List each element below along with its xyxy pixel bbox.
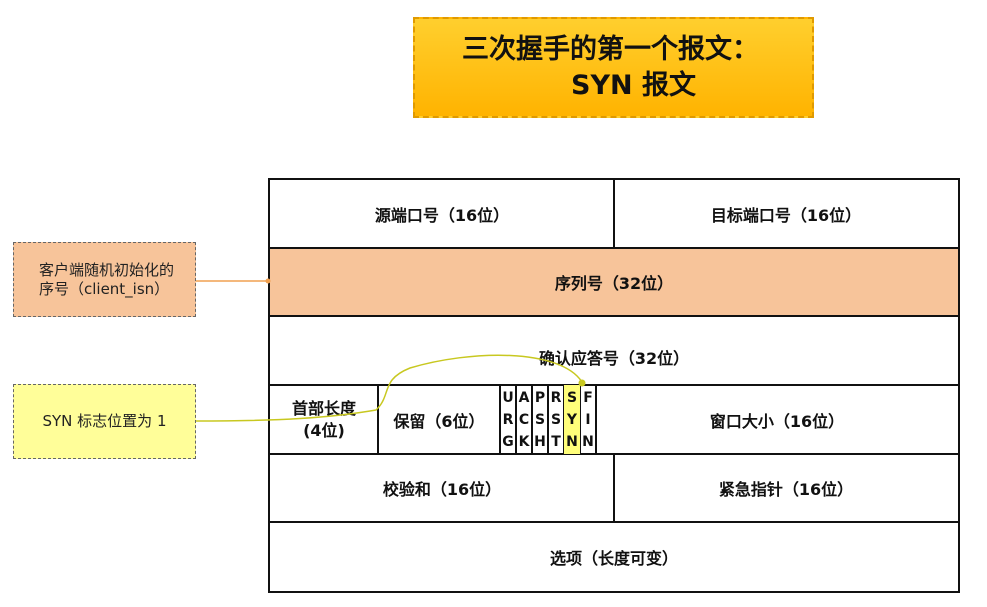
note-client-isn-line1: 客户端随机初始化的: [38, 260, 174, 279]
header-length-line2: (4位): [303, 420, 345, 440]
ack-number-cell: 确认应答号（32位）: [538, 349, 690, 368]
checksum-cell: 校验和（16位）: [382, 480, 502, 499]
header-length-line1: 首部长度: [291, 398, 356, 418]
window-size-cell: 窗口大小（16位）: [709, 411, 845, 431]
header-length-cell: 首部长度 (4位): [270, 385, 378, 454]
note-client-isn-line2: 序号（client_isn）: [38, 279, 170, 298]
note-syn-flag-text: SYN 标志位置为 1: [42, 412, 167, 430]
seq-row-bg: [270, 248, 958, 316]
reserved-cell: 保留（6位）: [393, 411, 485, 431]
dst-port-cell: 目标端口号（16位）: [710, 206, 862, 225]
note-syn-flag: SYN 标志位置为 1: [13, 384, 196, 459]
options-cell: 选项（长度可变）: [549, 548, 678, 568]
note-client-isn: 客户端随机初始化的 序号（client_isn）: [13, 242, 196, 317]
title-line2: SYN 报文: [571, 69, 696, 101]
title-line1: 三次握手的第一个报文：: [462, 33, 759, 65]
seq-number-cell: 序列号（32位）: [554, 274, 674, 293]
src-port-cell: 源端口号（16位）: [374, 206, 510, 225]
title-box: 三次握手的第一个报文： SYN 报文: [413, 17, 814, 118]
tcp-header-table: 源端口号（16位） 目标端口号（16位） 序列号（32位） 确认应答号（32位）…: [268, 178, 960, 593]
urgent-pointer-cell: 紧急指针（16位）: [718, 480, 854, 499]
